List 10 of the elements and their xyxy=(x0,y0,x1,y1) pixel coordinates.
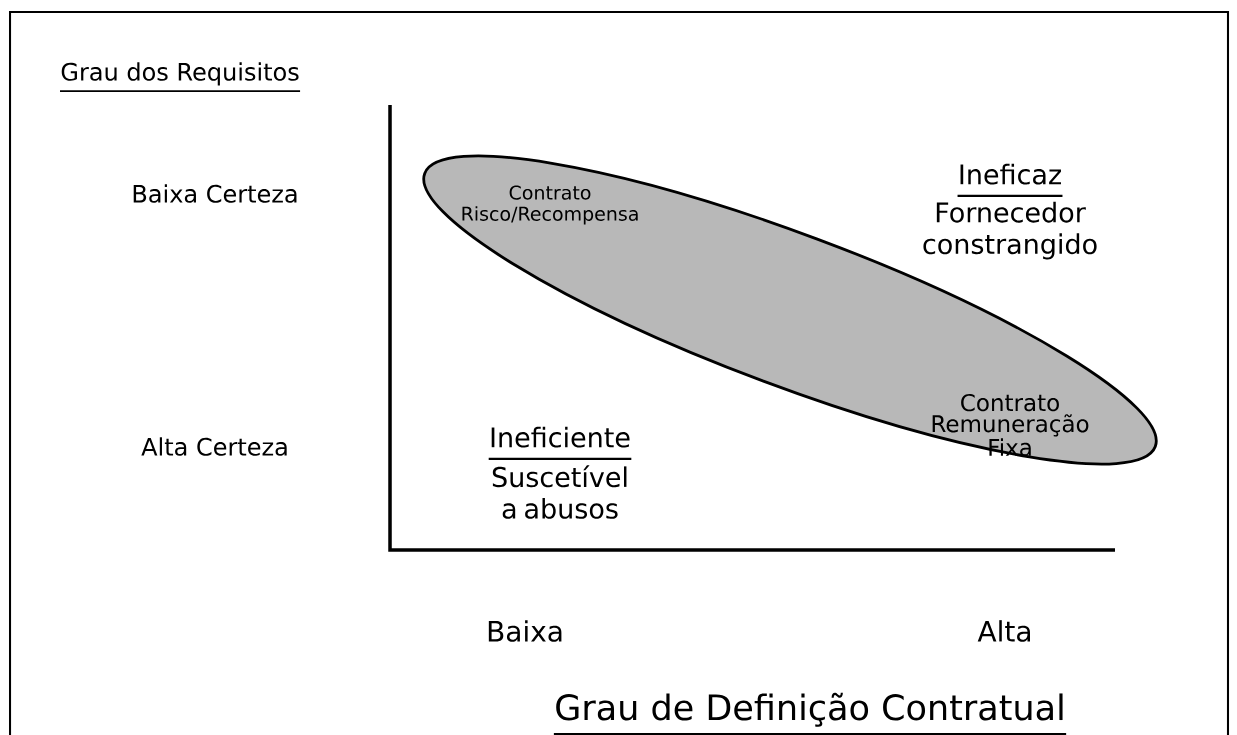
region-heading: Ineficaz xyxy=(957,163,1063,197)
region-heading: Ineficiente xyxy=(488,426,632,460)
level-label: Baixa Certeza xyxy=(133,184,297,203)
tick-label: Alta xyxy=(977,620,1030,642)
level-label: Alta Certeza xyxy=(141,437,287,456)
axis-title: Grau dos Requisitos xyxy=(59,62,301,93)
region-label: Fornecedor constrangido xyxy=(923,201,1097,260)
axis-title: Grau de Definição Contratual xyxy=(553,692,1067,735)
tick-label: Baixa xyxy=(488,620,562,642)
region-label: Contrato Risco/Recompensa xyxy=(462,185,638,225)
